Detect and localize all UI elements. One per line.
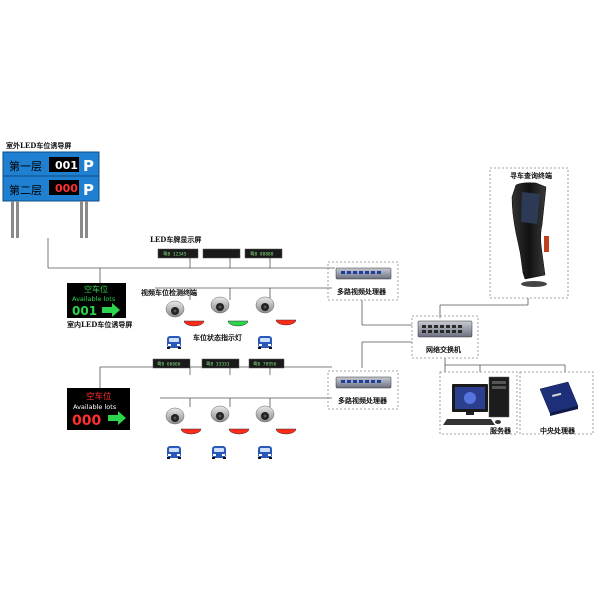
video-processor-1-label: 多路视频处理器 <box>337 287 387 296</box>
camera-icon <box>210 296 230 314</box>
car-icon <box>258 336 272 349</box>
led-plate-display-row-2: 粤B 66666 粤B 33333 粤B 78956 <box>152 358 285 369</box>
camera-icon <box>165 300 185 318</box>
camera-icon <box>255 296 275 314</box>
status-lights-row-2 <box>180 428 297 435</box>
network-switch-label: 网络交换机 <box>426 345 461 354</box>
led-plate-display-label: LED车牌显示屏 <box>150 235 201 244</box>
plate-6: 粤B 78956 <box>253 361 277 368</box>
indoor2-count: 000 <box>72 413 101 429</box>
arrow-right-icon <box>102 303 120 317</box>
car-icon <box>167 336 181 349</box>
status-light-red <box>275 428 297 435</box>
camera-icon <box>210 405 230 423</box>
parking-p-lower: P <box>83 181 94 199</box>
indoor-led-guide-sign-2: 空车位 Available lots 000 <box>67 388 130 430</box>
car-icon <box>258 446 272 459</box>
car-icon <box>212 446 226 459</box>
camera-row-1 <box>165 296 275 318</box>
cars-row-2 <box>167 446 272 459</box>
video-detect-terminal-label: 视频车位检测终端 <box>141 288 197 297</box>
central-processor-label: 中央处理器 <box>540 426 576 435</box>
arrow-right-icon <box>108 411 126 425</box>
indoor1-count: 001 <box>72 304 97 318</box>
server: 服务器 <box>439 371 518 435</box>
car-finder-terminal-label: 寻车查询终端 <box>510 171 552 180</box>
floor1-label: 第一层 <box>9 159 42 173</box>
led-plate-display-row-1: 粤B 12345 粤B 88888 <box>157 248 283 259</box>
network-switch: 网络交换机 <box>411 315 479 359</box>
video-processor-2: 多路视频处理器 <box>327 370 399 410</box>
server-label: 服务器 <box>490 426 512 435</box>
plate-1: 粤B 12345 <box>163 251 187 258</box>
camera-icon <box>165 407 185 425</box>
video-processor-2-label: 多路视频处理器 <box>338 396 388 405</box>
plate-5: 粤B 33333 <box>206 361 230 368</box>
floor2-label: 第二层 <box>9 183 42 197</box>
floor1-count: 001 <box>55 159 78 172</box>
camera-icon <box>255 405 275 423</box>
indoor1-available-label: Available lots <box>72 295 116 303</box>
plate-4: 粤B 66666 <box>157 361 181 368</box>
status-light-green <box>227 320 249 327</box>
camera-row-2 <box>165 405 275 425</box>
status-light-red <box>275 319 297 326</box>
status-light-red <box>180 428 202 435</box>
car-icon <box>167 446 181 459</box>
status-light-red <box>183 320 205 327</box>
floor2-count: 000 <box>55 182 78 195</box>
parking-p-upper: P <box>83 157 94 175</box>
outdoor-led-guide-label: 室外LED车位诱导屏 <box>6 141 71 150</box>
outdoor-led-guide-sign: 室外LED车位诱导屏 第一层 001 第二层 000 P P <box>2 141 100 238</box>
indoor2-available-label: Available lots <box>73 403 117 411</box>
indoor1-empty-label: 空车位 <box>84 284 108 294</box>
indoor2-empty-label: 空车位 <box>86 391 112 402</box>
status-indicator-label: 车位状态指示灯 <box>193 333 242 342</box>
car-finder-terminal: 寻车查询终端 <box>489 167 569 299</box>
status-light-red <box>228 428 250 435</box>
plate-3: 粤B 88888 <box>250 251 274 258</box>
status-lights-row-1 <box>183 319 297 327</box>
central-processor: 中央处理器 <box>519 371 594 435</box>
video-processor-1: 多路视频处理器 <box>327 261 399 301</box>
indoor-led-guide-sign-1: 空车位 Available lots 001 <box>67 283 126 318</box>
indoor-led-guide-label: 室内LED车位诱导屏 <box>67 320 132 329</box>
